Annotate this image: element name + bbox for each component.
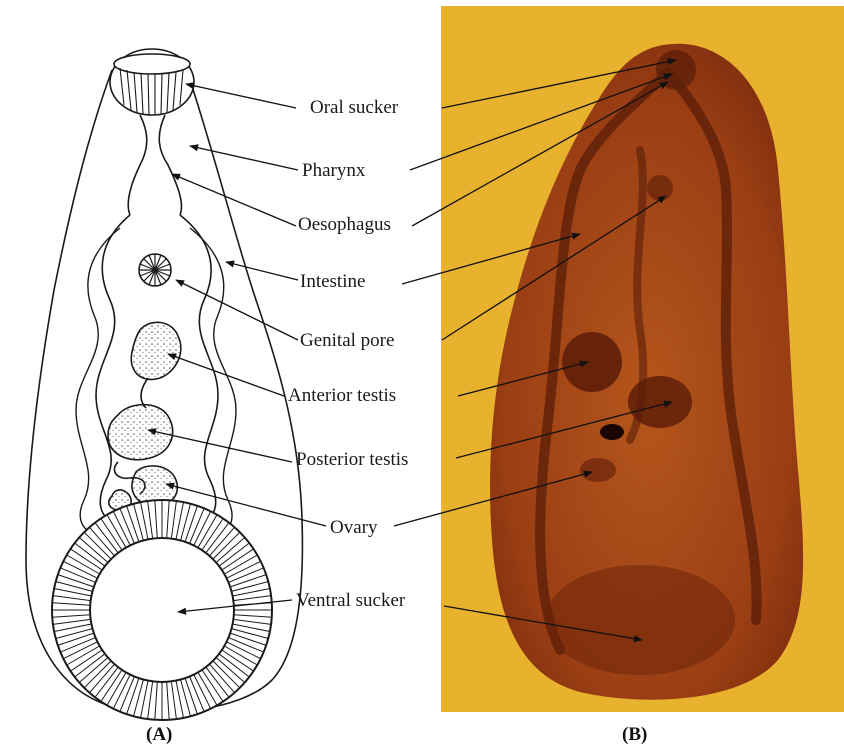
specimen-dark-spot	[600, 424, 624, 440]
anterior-testis-drawing	[131, 322, 181, 379]
label-ventral-sucker: Ventral sucker	[296, 590, 405, 612]
specimen-pharynx	[647, 175, 673, 201]
posterior-testis-drawing	[108, 405, 173, 460]
label-intestine: Intestine	[300, 271, 365, 293]
panel-a-drawing	[26, 49, 302, 720]
label-genital-pore: Genital pore	[300, 330, 394, 352]
panel-b-photo	[441, 6, 844, 712]
label-pharynx: Pharynx	[302, 160, 365, 182]
specimen-anterior-testis	[562, 332, 622, 392]
specimen-posterior-testis	[628, 376, 692, 428]
specimen-oral-sucker	[656, 50, 696, 90]
specimen-ovary	[580, 458, 616, 482]
label-ovary: Ovary	[330, 517, 377, 539]
panel-label-a: (A)	[146, 724, 172, 746]
specimen-ventral-sucker	[545, 565, 735, 675]
label-oral-sucker: Oral sucker	[310, 97, 398, 119]
label-anterior-testis: Anterior testis	[288, 385, 396, 407]
label-oesophagus: Oesophagus	[298, 214, 391, 236]
panel-label-b: (B)	[622, 724, 647, 746]
label-posterior-testis: Posterior testis	[296, 449, 408, 471]
